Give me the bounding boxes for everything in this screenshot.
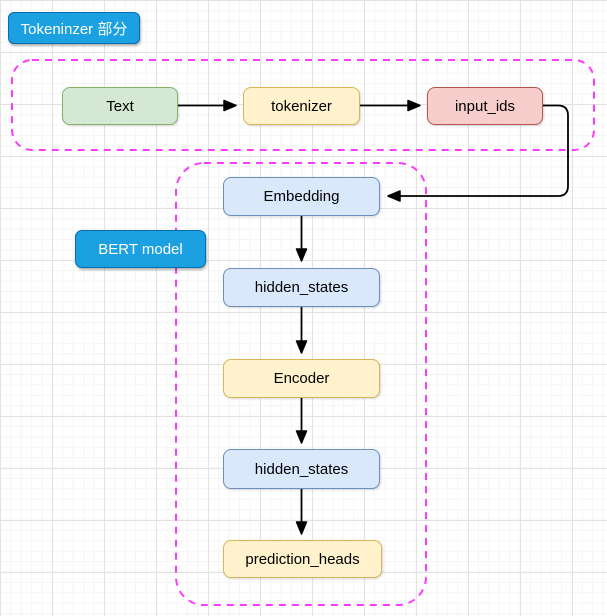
node-prediction-heads[interactable]: prediction_heads [223, 540, 382, 578]
node-embedding[interactable]: Embedding [223, 177, 380, 216]
node-hidden-states-2[interactable]: hidden_states [223, 449, 380, 489]
edge-input-ids-to-embedding[interactable] [387, 104, 569, 202]
node-hidden-states-1[interactable]: hidden_states [223, 268, 380, 307]
node-tokenizer[interactable]: tokenizer [243, 87, 360, 125]
node-encoder[interactable]: Encoder [223, 359, 380, 398]
node-text[interactable]: Text [62, 87, 178, 125]
node-input-ids[interactable]: input_ids [427, 87, 543, 125]
tokenizer-section-label[interactable]: Tokeninzer 部分 [8, 12, 140, 44]
bert-model-container[interactable] [175, 162, 427, 606]
tokenizer-section-container[interactable] [11, 59, 595, 151]
bert-model-label[interactable]: BERT model [75, 230, 206, 268]
